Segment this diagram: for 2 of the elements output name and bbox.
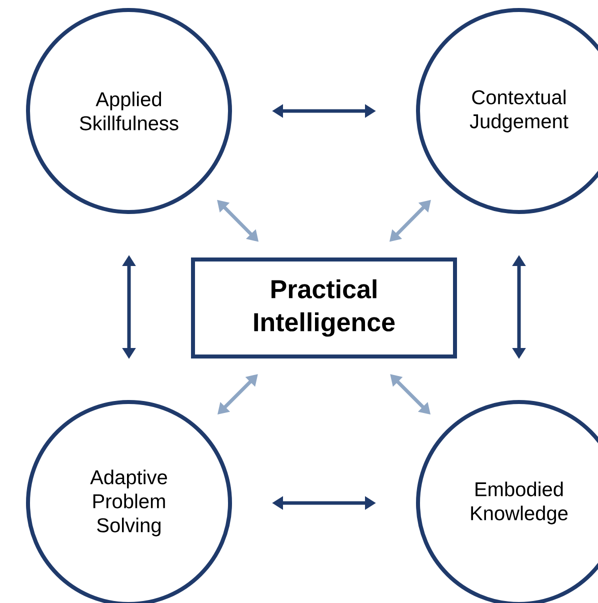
circle-node: Applied Skillfulness [26, 8, 232, 214]
concept-box: Practical Intelligence [191, 258, 457, 358]
